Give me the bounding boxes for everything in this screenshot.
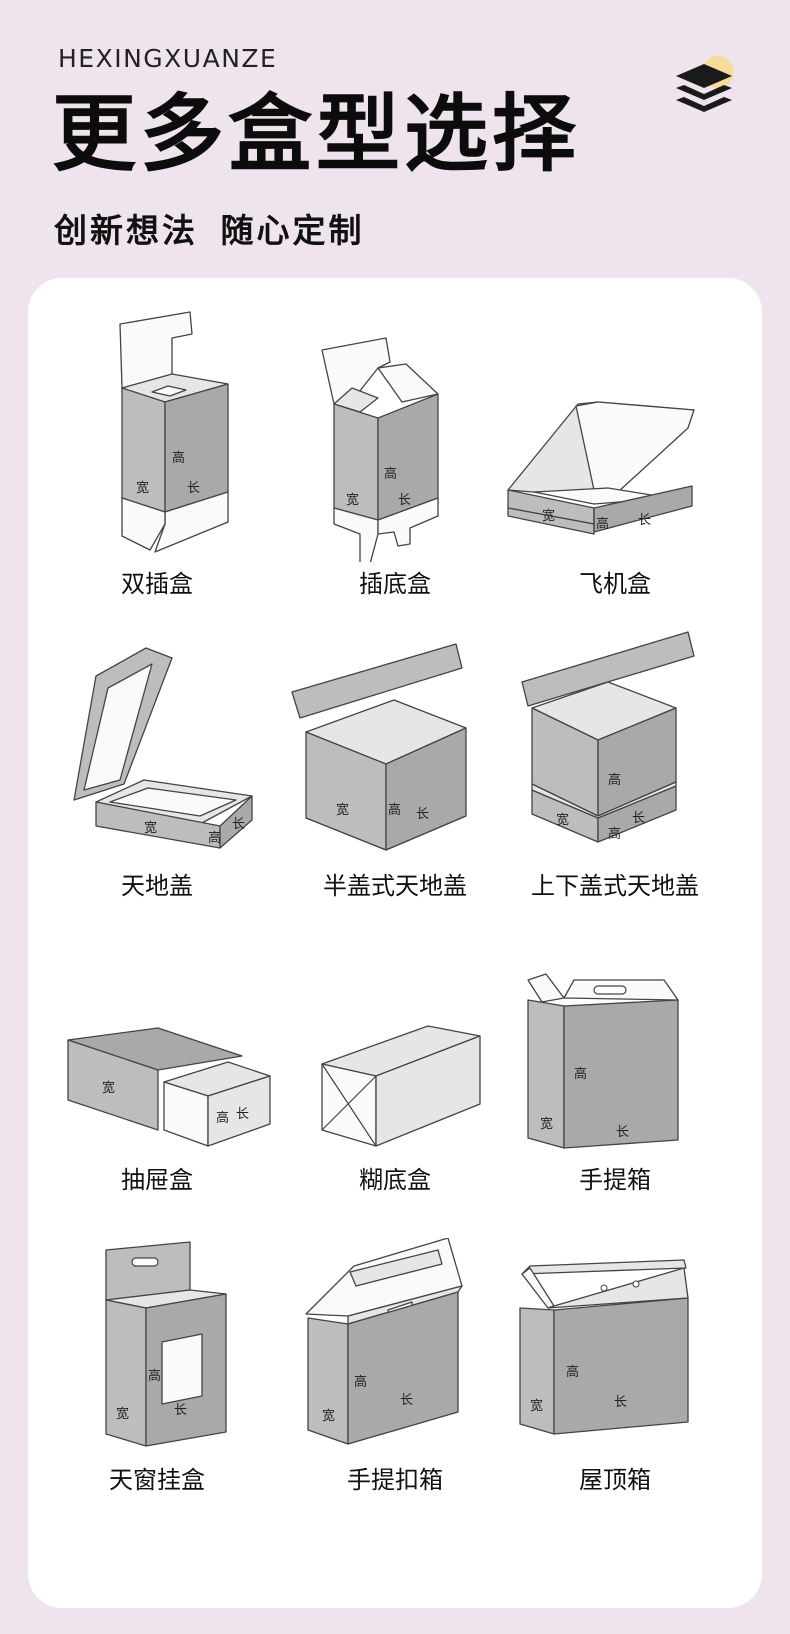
dim-length: 长 (236, 1107, 249, 1122)
dim-length: 长 (232, 817, 245, 832)
box-item-top-bottom-lid[interactable]: 高 宽 高 长 上下盖式天地盖 (498, 604, 732, 904)
drawer-box-illustration: 宽 高 长 (67, 1027, 271, 1147)
box-label: 屋顶箱 (579, 1466, 651, 1494)
box-item-roof-box[interactable]: 高 宽 长 屋顶箱 (498, 1238, 732, 1538)
dim-width: 宽 (542, 508, 555, 524)
box-label: 糊底盒 (359, 1166, 431, 1194)
box-item-half-lid[interactable]: 宽 高 长 半盖式天地盖 (278, 604, 512, 904)
window-hanging-box-illustration: 高 宽 长 (105, 1241, 227, 1447)
dim-length: 长 (187, 481, 200, 496)
box-label: 天地盖 (121, 872, 193, 900)
box-label: 上下盖式天地盖 (531, 872, 699, 900)
dim-height: 高 (388, 802, 401, 818)
box-item-mailer[interactable]: 宽 高 长 飞机盒 (498, 302, 732, 602)
handle-buckle-box-illustration: 高 宽 长 (305, 1238, 463, 1445)
dim-height: 高 (608, 772, 621, 788)
dim-length: 长 (616, 1125, 629, 1140)
dim-width: 宽 (136, 480, 149, 496)
dim-length: 长 (400, 1393, 413, 1408)
box-types-card: 高 宽 长 双插盒 高 宽 长 插底盒 宽 (28, 278, 762, 1608)
handle-box-illustration: 高 宽 长 (527, 973, 679, 1149)
page-title: 更多盒型选择 (52, 85, 581, 183)
layers-icon (676, 56, 734, 112)
dim-length: 长 (174, 1403, 187, 1418)
dim-length: 长 (398, 493, 411, 508)
hang-hole-icon (131, 1257, 159, 1267)
snap-bottom-box-illustration: 高 宽 长 (321, 337, 439, 562)
dim-height-2: 高 (608, 826, 621, 842)
dim-height: 高 (574, 1066, 587, 1082)
dim-height: 高 (148, 1368, 161, 1384)
dim-width: 宽 (540, 1116, 553, 1132)
box-item-double-tuck[interactable]: 高 宽 长 双插盒 (40, 302, 274, 602)
box-label: 半盖式天地盖 (323, 872, 467, 900)
double-tuck-box-illustration: 高 宽 长 (119, 311, 229, 553)
dim-length: 长 (632, 811, 645, 826)
dim-height: 高 (208, 830, 221, 846)
dim-width: 宽 (102, 1080, 115, 1096)
box-item-window-hanging[interactable]: 高 宽 长 天窗挂盒 (40, 1238, 274, 1538)
top-bottom-lid-box-illustration: 高 宽 高 长 (521, 631, 695, 843)
box-label: 抽屉盒 (121, 1166, 193, 1194)
dim-height: 高 (216, 1110, 229, 1126)
dim-height: 高 (596, 516, 609, 532)
box-item-glued-bottom[interactable]: 糊底盒 (278, 1000, 512, 1300)
roof-box-illustration: 高 宽 长 (519, 1259, 689, 1435)
eyebrow-text: HEXINGXUANZE (58, 44, 278, 73)
box-label: 插底盒 (359, 570, 431, 598)
dim-width: 宽 (144, 820, 157, 836)
dim-height: 高 (384, 466, 397, 482)
dim-height: 高 (566, 1364, 579, 1380)
dim-length: 长 (614, 1395, 627, 1410)
dim-width: 宽 (322, 1408, 335, 1424)
box-label: 双插盒 (121, 570, 193, 598)
dim-width: 宽 (530, 1398, 543, 1414)
dim-width: 宽 (116, 1406, 129, 1422)
box-label: 手提扣箱 (347, 1466, 443, 1494)
glued-bottom-box-illustration (321, 1025, 481, 1147)
box-item-lid-base[interactable]: 宽 高 长 天地盖 (40, 604, 274, 904)
box-label: 手提箱 (579, 1166, 651, 1194)
box-item-handle-buckle[interactable]: 高 宽 长 手提扣箱 (278, 1238, 512, 1538)
box-item-handle-box[interactable]: 高 宽 长 手提箱 (498, 972, 732, 1272)
dim-length: 长 (416, 807, 429, 822)
dim-height: 高 (354, 1374, 367, 1390)
dim-width: 宽 (336, 802, 349, 818)
half-lid-box-illustration: 宽 高 长 (291, 643, 467, 851)
box-label: 飞机盒 (579, 570, 651, 598)
mailer-box-illustration: 宽 高 长 (507, 401, 695, 535)
lid-base-box-illustration: 宽 高 长 (73, 647, 253, 849)
box-label: 天窗挂盒 (109, 1466, 205, 1494)
box-item-drawer[interactable]: 宽 高 长 抽屉盒 (40, 1000, 274, 1300)
page-subtitle: 创新想法 随心定制 (54, 211, 365, 250)
box-item-snap-bottom[interactable]: 高 宽 长 插底盒 (278, 302, 512, 602)
dim-height: 高 (172, 450, 185, 466)
dim-width: 宽 (556, 812, 569, 828)
dim-width: 宽 (346, 492, 359, 508)
dim-length: 长 (638, 513, 651, 528)
